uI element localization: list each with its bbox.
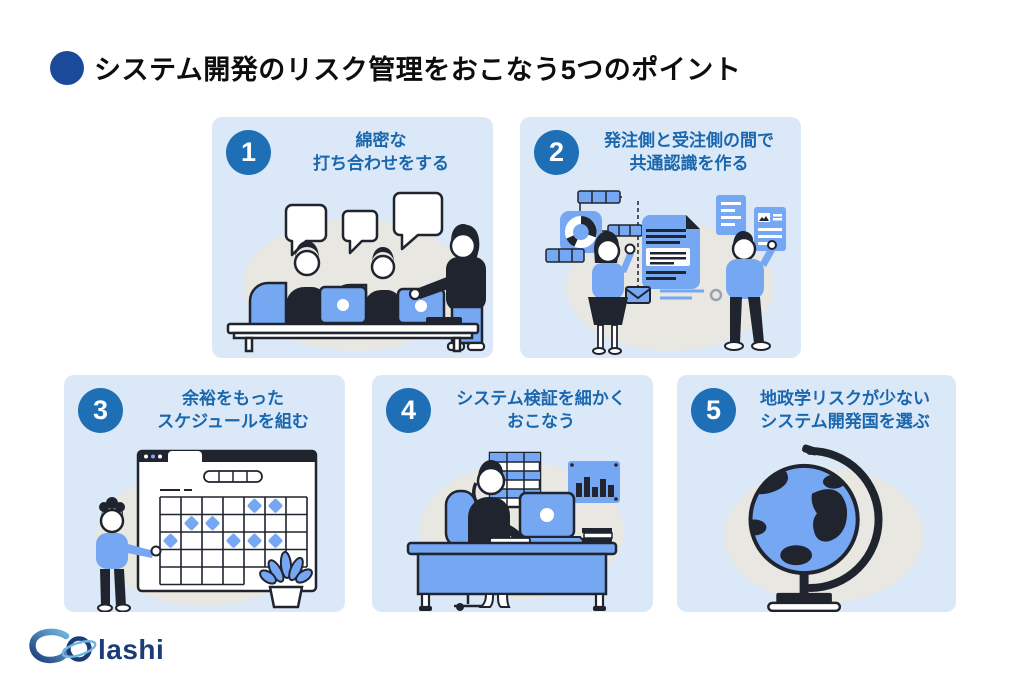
wall-bar-chart-icon	[568, 461, 620, 503]
card-5-title-line1: 地政学リスクが少ない	[760, 389, 930, 408]
card-5-title: 地政学リスクが少ない システム開発国を選ぶ	[744, 387, 946, 434]
document-icon	[642, 215, 700, 289]
plant-icon	[259, 551, 313, 609]
logo-wordmark-text: lashi	[98, 634, 164, 665]
card-5: 5 地政学リスクが少ない システム開発国を選ぶ	[677, 375, 956, 612]
card-3-title: 余裕をもった スケジュールを組む	[131, 387, 335, 434]
card-2-title-line1: 発注側と受注側の間で	[604, 131, 774, 150]
desk-icon	[406, 541, 618, 611]
card-1-title: 綿密な 打ち合わせをする	[279, 129, 483, 176]
card-4-header: 4 システム検証を細かく おこなう	[372, 375, 653, 434]
card-4-title-line1: システム検証を細かく	[456, 389, 626, 408]
table-block-icons	[545, 190, 643, 263]
card-4-title: システム検証を細かく おこなう	[439, 387, 643, 434]
pie-chart-icon	[560, 211, 602, 253]
card-1-number-badge: 1	[226, 129, 271, 175]
browser-window-icon	[136, 449, 318, 593]
schedule-calendar-illustration	[96, 449, 318, 612]
brand-logo: lashi	[26, 628, 186, 673]
card-2-header: 2 発注側と受注側の間で 共通認識を作る	[520, 117, 801, 176]
speech-bubble-icons	[284, 191, 444, 257]
man-figure	[724, 231, 777, 351]
card-1-header: 1 綿密な 打ち合わせをする	[212, 117, 493, 176]
card-3-number-badge: 3	[78, 387, 123, 433]
desk-verification-illustration	[406, 451, 624, 611]
woman-figure	[468, 460, 525, 544]
card-3: 3 余裕をもった スケジュールを組む	[64, 375, 345, 612]
card-2-number-badge: 2	[534, 129, 579, 175]
card-1: 1 綿密な 打ち合わせをする	[212, 117, 493, 358]
card-1-title-line2: 打ち合わせをする	[313, 154, 449, 174]
brand-logo-graphic: lashi	[29, 628, 164, 665]
shared-documents-illustration	[545, 190, 786, 355]
card-4-number-badge: 4	[386, 387, 431, 433]
card-3-title-line2: スケジュールを組む	[157, 412, 309, 432]
woman-figure	[588, 231, 636, 355]
card-1-title-line1: 綿密な	[355, 131, 407, 150]
calendar-grid-icon	[159, 496, 308, 586]
globe-illustration	[724, 444, 924, 612]
globe-icon	[748, 444, 883, 612]
meeting-illustration	[226, 191, 486, 353]
side-document-icons	[716, 195, 786, 251]
card-3-title-line1: 余裕をもった	[182, 389, 284, 408]
card-2: 2 発注側と受注側の間で 共通認識を作る	[520, 117, 801, 358]
card-5-header: 5 地政学リスクが少ない システム開発国を選ぶ	[677, 375, 956, 434]
person-figure	[96, 497, 162, 612]
page-header: システム開発のリスク管理をおこなう5つのポイント	[50, 48, 741, 87]
card-4: 4 システム検証を細かく おこなう	[372, 375, 653, 612]
logo-planet-icon	[61, 636, 97, 662]
table-icon	[226, 322, 480, 353]
calendar-mark-icons	[163, 498, 283, 548]
logo-s-swoosh-icon	[29, 628, 70, 664]
card-4-title-line2: おこなう	[507, 412, 575, 432]
title-bullet-icon	[50, 50, 84, 85]
card-2-title-line2: 共通認識を作る	[629, 154, 749, 174]
envelope-icon	[625, 286, 651, 304]
card-5-title-line2: システム開発国を選ぶ	[760, 412, 930, 432]
page-title: システム開発のリスク管理をおこなう5つのポイント	[94, 55, 742, 85]
card-5-number-badge: 5	[691, 387, 736, 433]
card-2-title: 発注側と受注側の間で 共通認識を作る	[587, 129, 791, 176]
books-icon	[582, 528, 613, 543]
card-3-header: 3 余裕をもった スケジュールを組む	[64, 375, 345, 434]
